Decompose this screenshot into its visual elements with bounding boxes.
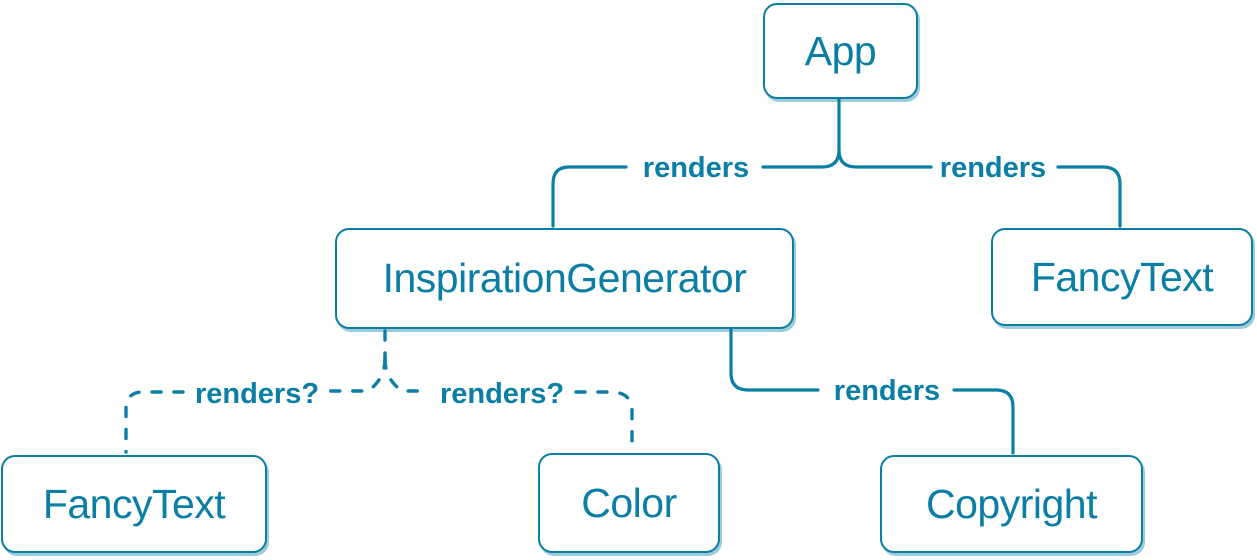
node-inspiration-generator: InspirationGenerator bbox=[335, 228, 794, 329]
edge-label-renders-app-fancytext: renders bbox=[939, 152, 1047, 184]
node-fancy-text-bottom: FancyText bbox=[1, 455, 267, 553]
node-color-label: Color bbox=[581, 479, 677, 526]
node-color: Color bbox=[538, 453, 720, 553]
node-copyright-label: Copyright bbox=[926, 480, 1097, 527]
node-copyright: Copyright bbox=[880, 455, 1143, 553]
node-fancy-text-bottom-label: FancyText bbox=[42, 480, 226, 527]
edge-label-renders-app-ig: renders bbox=[642, 152, 750, 184]
edge-label-renders-ig-copyright: renders bbox=[833, 375, 941, 407]
node-app: App bbox=[763, 3, 918, 99]
node-fancy-text-top-label: FancyText bbox=[1030, 253, 1214, 300]
node-inspiration-generator-label: InspirationGenerator bbox=[382, 255, 747, 301]
edge-label-renders-question-ig-fancytext: renders? bbox=[194, 378, 320, 410]
node-app-label: App bbox=[804, 27, 877, 74]
edge-label-renders-question-ig-color: renders? bbox=[439, 378, 565, 410]
node-fancy-text-top: FancyText bbox=[991, 228, 1253, 326]
